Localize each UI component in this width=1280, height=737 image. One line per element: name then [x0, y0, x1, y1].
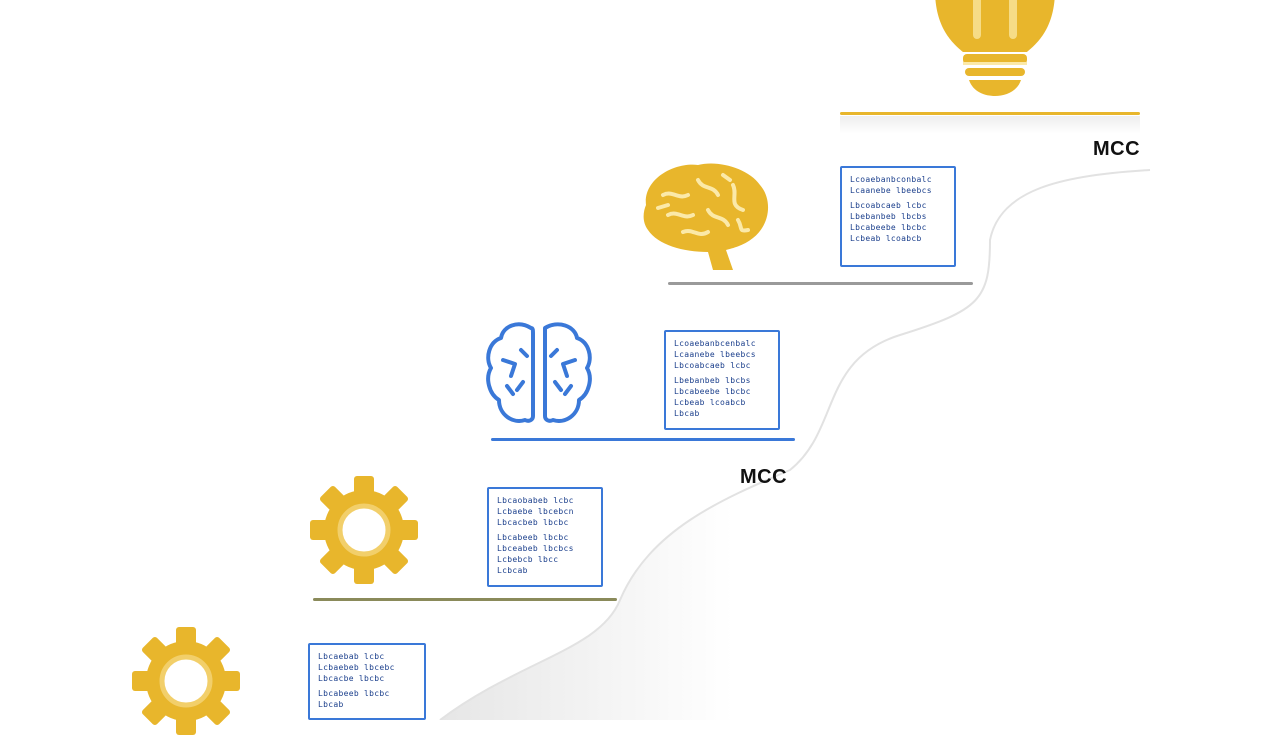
step-4-line-1: Lbcaobabeb lcbc	[497, 496, 574, 505]
step-2-line-2: Lcaanebe lbeebcs	[850, 186, 932, 195]
step-2-line-6: Lcbeab lcoabcb	[850, 234, 922, 243]
step-4-textbox: Lbcaobabeb lcbc Lcbaebe lbcebcn Lbcacbeb…	[487, 487, 603, 587]
step-3-line-7: Lbcab	[674, 409, 700, 418]
step-1-ledge	[840, 112, 1140, 115]
step-3-line-5: Lbcabeebe lbcbc	[674, 387, 751, 396]
step-3-textbox: Lcoaebanbcenbalc Lcaanebe lbeebcs Lbcoab…	[664, 330, 780, 430]
staircase-diagram: MCC Lcoaebanbconbalc Lcaanebe lbeebcs Lb…	[132, 0, 1280, 735]
step-4-line-7: Lcbcab	[497, 566, 528, 575]
step-4-line-4: Lbcabeeb lbcbc	[497, 533, 569, 542]
lightbulb-icon	[935, 0, 1055, 96]
step-5-line-3: Lbcacbe lbcbc	[318, 674, 385, 683]
step-3-line-4: Lbebanbeb lbcbs	[674, 376, 751, 385]
step-5-line-4: Lbcabeeb lbcbc	[318, 689, 390, 698]
gear-icon	[310, 476, 418, 584]
step-5-textbox: Lbcaebab lcbc Lcbaebeb lbcebc Lbcacbe lb…	[308, 643, 426, 720]
step-1-ledge-shadow	[840, 116, 1140, 134]
mcc-label-top: MCC	[1093, 138, 1141, 160]
step-4-line-6: Lcbebcb lbcc	[497, 555, 559, 564]
step-5-line-5: Lbcab	[318, 700, 344, 709]
step-4-ledge	[313, 598, 617, 601]
step-3-line-6: Lcbeab lcoabcb	[674, 398, 746, 407]
step-2-textbox: Lcoaebanbconbalc Lcaanebe lbeebcs Lbcoab…	[840, 166, 956, 267]
brain-split-icon	[486, 322, 592, 423]
step-4-line-2: Lcbaebe lbcebcn	[497, 507, 574, 516]
step-4-line-5: Lbceabeb lbcbcs	[497, 544, 574, 553]
step-5-line-2: Lcbaebeb lbcebc	[318, 663, 395, 672]
staircase-wave	[439, 169, 1280, 720]
step-3-ledge	[491, 438, 795, 441]
step-2-line-1: Lcoaebanbconbalc	[850, 175, 932, 184]
step-2-line-5: Lbcabeebe lbcbc	[850, 223, 927, 232]
mcc-label-middle: MCC	[740, 466, 788, 488]
step-3-line-2: Lcaanebe lbeebcs	[674, 350, 756, 359]
step-5-line-1: Lbcaebab lcbc	[318, 652, 385, 661]
step-3-line-1: Lcoaebanbcenbalc	[674, 339, 756, 348]
step-2-line-4: Lbebanbeb lbcbs	[850, 212, 927, 221]
gear-icon	[132, 627, 240, 735]
step-2-ledge	[668, 282, 973, 285]
step-3-line-3: Lbcoabcaeb lcbc	[674, 361, 751, 370]
step-4-line-3: Lbcacbeb lbcbc	[497, 518, 569, 527]
step-2-line-3: Lbcoabcaeb lcbc	[850, 201, 927, 210]
brain-icon	[643, 163, 769, 270]
